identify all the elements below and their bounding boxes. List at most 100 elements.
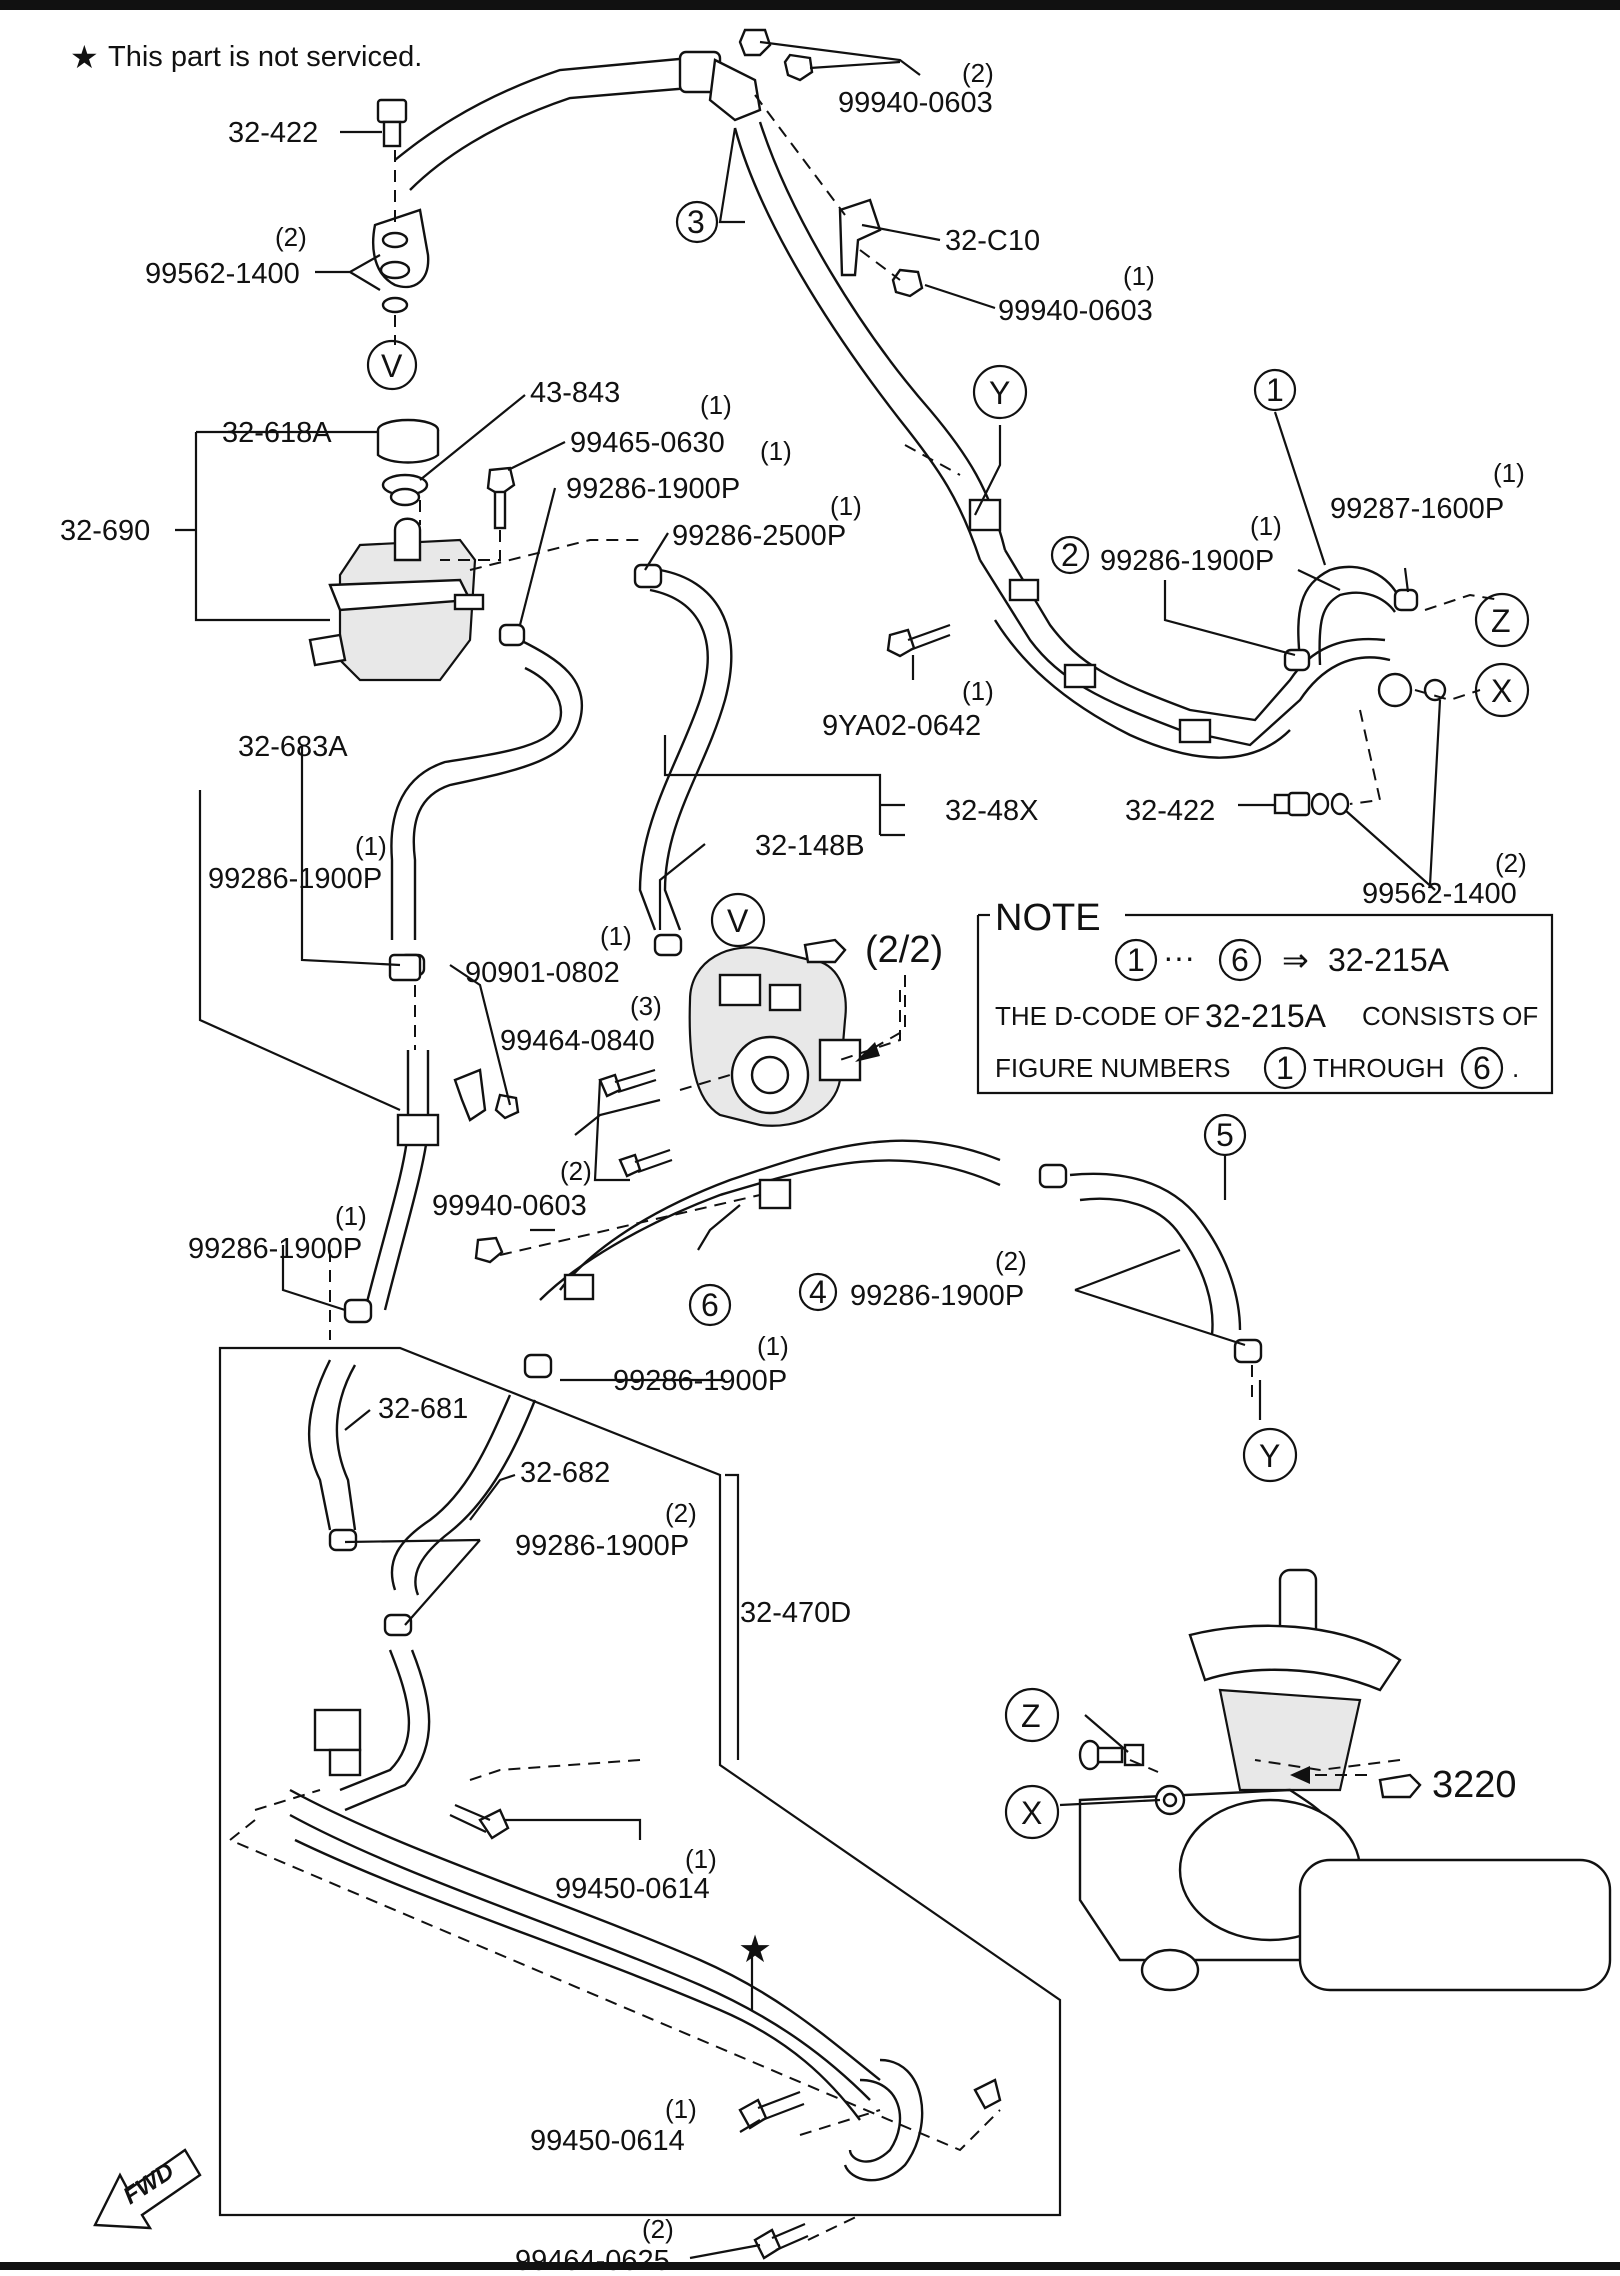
page-ref-arrowhead [855,1042,880,1062]
clamp-h [383,1613,413,1637]
qty-99450-0614-b: (1) [665,2094,697,2124]
rack-ref-label: 3220 [1432,1764,1517,1806]
note-line3-first: 1 [1276,1050,1294,1086]
nut-top-a [738,28,772,57]
callout-V-top: V [381,348,403,384]
label-99286-2500P: 99286-2500P [672,520,846,552]
clamp-i [1038,1163,1068,1189]
label-9YA02-0642: 9YA02-0642 [822,710,981,742]
label-32-618A: 32-618A [222,417,332,449]
rack-ref-pointer: 3220 [1290,1764,1517,1806]
label-99286-1900P-c: 99286-1900P [208,863,382,895]
top-border [0,0,1620,10]
note-arrow: ⇒ [1282,942,1309,978]
hose-32-681 [307,1359,357,1531]
bolt-9YA02-0642 [886,623,951,658]
qty-99286-2500P: (1) [830,491,862,521]
label-43-843: 43-843 [530,377,620,409]
label-99464-0840: 99464-0840 [500,1025,655,1057]
clamp-bracket-683 [396,1113,440,1147]
qty-99286-1900P-d: (1) [335,1201,367,1231]
hose-32-682 [390,1394,537,1596]
label-99286-1900P-a: 99286-1900P [566,473,740,505]
banjo-bolt-top [376,98,408,148]
qty-99286-1900P-c: (1) [355,831,387,861]
label-32-C10: 32-C10 [945,225,1040,257]
pipe-clip-3 [1178,718,1212,744]
nut-low [474,1236,504,1264]
leader-lines [175,40,1442,2260]
note-line2-prefix: THE D-CODE OF [995,1001,1200,1031]
seal-washer-x [1377,672,1447,708]
callout-X-low: X [1021,1795,1042,1831]
qty-90901-0802: (1) [600,921,632,951]
hose-1 [1297,565,1402,666]
callout-Y-top: Y [989,375,1010,411]
clamp-a [498,623,526,647]
label-32-148B: 32-148B [755,830,865,862]
pipe-sleeve [968,498,1002,532]
part-labels: 32-422 (2) 99940-0603 32-C10 (1) 99940-0… [60,58,1527,2276]
qty-99286-1900P-a: (1) [760,436,792,466]
qty-99450-0614-a: (1) [685,1844,717,1874]
callout-Z-low: Z [1021,1698,1041,1734]
page-ref-pointer: (2/2) [803,929,943,1062]
label-99286-1900P-f: 99286-1900P [613,1365,787,1397]
hose-lower-connector [339,1649,431,1812]
clamp-k [1393,588,1419,612]
qty-99464-0625: (2) [642,2214,674,2244]
callout-6: 6 [701,1287,719,1323]
steering-gear-rack [1078,1568,1612,1992]
hose-5 [1069,1172,1242,1336]
clamp-b [633,563,663,589]
label-99450-0614-b: 99450-0614 [530,2125,685,2157]
lower-bracket-fitting [313,1708,362,1777]
reservoir-outlet-hose [390,638,584,940]
callout-1: 1 [1266,372,1284,408]
pipe-6-bracket [563,1178,792,1301]
bolt-99464-0625 [753,2222,809,2260]
qty-99286-1900P-g: (2) [665,1498,697,1528]
note-line3-prefix: FIGURE NUMBERS [995,1053,1230,1083]
banjo-fitting-top [372,208,430,314]
label-99287-1600P: 99287-1600P [1330,493,1504,525]
label-32-422-top: 32-422 [228,117,318,149]
label-90901-0802: 90901-0802 [465,957,620,989]
bolt-99465-0630 [486,466,516,530]
reservoir-cap [376,418,440,464]
callout-4: 4 [809,1274,827,1310]
pointing-hand-icon [803,938,847,964]
not-serviced-star: ★ [738,1929,772,1971]
nut-top-b [783,53,814,82]
union-fitting-top [678,50,762,122]
note-line3-end: . [1512,1053,1519,1083]
rack-fitting-x [1154,1784,1186,1816]
note-line2-suffix: CONSISTS OF [1362,1001,1538,1031]
banjo-bolt-mid [1273,791,1350,817]
label-32-48X: 32-48X [945,795,1039,827]
note-range-start: 1 [1127,942,1145,978]
label-99286-1900P-b: 99286-1900P [1100,545,1274,577]
label-32-681: 32-681 [378,1393,468,1425]
qty-99940-0603-low: (2) [560,1156,592,1186]
note-line3-middle: THROUGH [1313,1053,1444,1083]
label-32-682: 32-682 [520,1457,610,1489]
label-32-422-mid: 32-422 [1125,795,1215,827]
label-99465-0630: 99465-0630 [570,427,725,459]
cooler-pipes-32-470D [289,1788,881,2121]
bolt-99450-0614-a [449,1803,510,1840]
cooler-loop [843,2058,924,2182]
note-box: NOTE 1 ··· 6 ⇒ 32-215A THE D-CODE OF 32-… [976,897,1554,1095]
clamp-g [328,1528,358,1552]
qty-99465-0630: (1) [700,390,732,420]
fwd-arrow: FWD [93,2148,202,2230]
callout-X-right: X [1491,673,1512,709]
pipe-32-683A [363,1050,430,1311]
label-99940-0603-low: 99940-0603 [432,1190,587,1222]
pointing-hand-icon-rack [1378,1773,1422,1799]
qty-99286-1900P-b: (1) [1250,511,1282,541]
fitting-90901-0802 [388,953,422,982]
label-99286-1900P-d: 99286-1900P [188,1233,362,1265]
label-32-683A: 32-683A [238,731,348,763]
bolt-99450-0614-b [738,2090,805,2130]
